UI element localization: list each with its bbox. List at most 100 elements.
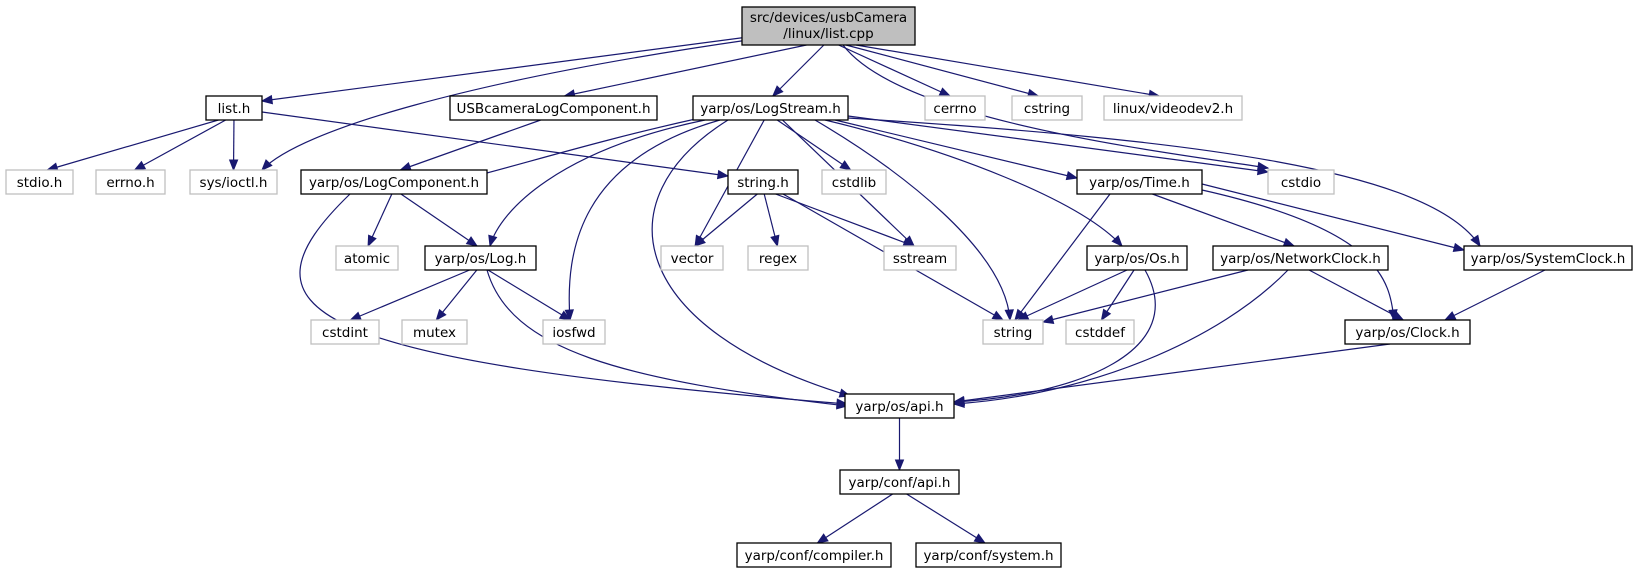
edge-line: [814, 119, 1011, 321]
node-iosfwd[interactable]: iosfwd: [542, 319, 606, 345]
node-sysclock[interactable]: yarp/os/SystemClock.h: [1463, 245, 1633, 271]
node-label: iosfwd: [552, 325, 595, 341]
edge-line: [906, 493, 986, 544]
node-logstream[interactable]: yarp/os/LogStream.h: [692, 95, 849, 121]
node-cerrno[interactable]: cerrno: [924, 95, 986, 121]
edge-logcomponent-to-log_h: [400, 193, 479, 247]
arrowhead: [1111, 235, 1123, 247]
node-label: USBcameraLogComponent.h: [456, 101, 650, 117]
edge-list_h-to-sys_ioctl: [228, 119, 239, 172]
node-cstddef[interactable]: cstddef: [1065, 319, 1135, 345]
edge-line: [1201, 183, 1465, 251]
node-log-h[interactable]: yarp/os/Log.h: [424, 245, 537, 271]
node-label: yarp/os/LogComponent.h: [309, 175, 479, 191]
arrowhead: [261, 159, 273, 171]
edge-line: [855, 44, 1160, 97]
edge-time_h-to-sysclock: [1201, 183, 1466, 253]
node-root[interactable]: src/devices/usbCamera /linux/list.cpp: [741, 6, 916, 46]
node-label: atomic: [344, 251, 390, 267]
edge-line: [953, 269, 1289, 405]
node-cstdint[interactable]: cstdint: [310, 319, 380, 345]
arrowhead: [1256, 165, 1270, 176]
edge-netclock-to-clock_h: [1308, 269, 1405, 321]
node-clock-h[interactable]: yarp/os/Clock.h: [1344, 319, 1471, 345]
node-label: cerrno: [933, 101, 976, 117]
edge-line: [486, 269, 848, 407]
node-label: yarp/conf/api.h: [849, 475, 951, 491]
edge-time_h-to-string: [1014, 193, 1111, 322]
node-os-api[interactable]: yarp/os/api.h: [844, 393, 955, 419]
arrowhead: [1065, 170, 1079, 181]
nodes-layer: src/devices/usbCamera /linux/list.cpp li…: [5, 6, 1633, 568]
node-vector[interactable]: vector: [660, 245, 724, 271]
edge-list_h-to-string_h: [261, 111, 730, 180]
node-cstring[interactable]: cstring: [1011, 95, 1083, 121]
node-cstdio[interactable]: cstdio: [1267, 169, 1335, 195]
node-errno-h[interactable]: errno.h: [95, 169, 166, 195]
edge-logstream-to-string: [814, 119, 1014, 322]
edge-line: [350, 269, 470, 321]
node-string[interactable]: string: [982, 319, 1044, 345]
edge-line: [564, 44, 807, 97]
node-label: mutex: [413, 325, 456, 341]
node-time-h[interactable]: yarp/os/Time.h: [1076, 169, 1203, 195]
arrowhead: [952, 395, 966, 406]
arrowhead: [228, 159, 239, 172]
edge-logstream-to-logcomponent: [458, 117, 701, 183]
edge-line: [651, 119, 851, 397]
edge-netclock-to-string: [1041, 269, 1249, 325]
node-netclock[interactable]: yarp/os/NetworkClock.h: [1212, 245, 1389, 271]
arrowhead: [1282, 237, 1296, 247]
edge-root-to-cerrno: [838, 44, 952, 97]
node-compiler-h[interactable]: yarp/conf/compiler.h: [736, 542, 892, 568]
node-os-h[interactable]: yarp/os/Os.h: [1086, 245, 1188, 271]
edge-log_h-to-mutex: [435, 269, 478, 322]
node-label: cstddef: [1075, 325, 1126, 341]
node-atomic[interactable]: atomic: [335, 245, 399, 271]
edges-layer: [45, 36, 1546, 544]
arrowhead: [465, 236, 479, 247]
node-sys-ioctl[interactable]: sys/ioctl.h: [189, 169, 278, 195]
node-label: sstream: [893, 251, 947, 267]
arrowhead: [770, 234, 780, 248]
node-label: linux/videodev2.h: [1113, 101, 1233, 117]
edge-line: [489, 119, 706, 247]
node-mutex[interactable]: mutex: [401, 319, 468, 345]
edge-clock_h-to-os_api: [952, 343, 1391, 406]
edge-log_h-to-cstdint: [349, 269, 470, 321]
edge-line: [776, 119, 851, 171]
node-string-h[interactable]: string.h: [727, 169, 799, 195]
node-list-h[interactable]: list.h: [205, 95, 263, 121]
edge-line: [953, 343, 1391, 403]
node-usbcam-logcomp[interactable]: USBcameraLogComponent.h: [449, 95, 658, 121]
node-label: vector: [671, 251, 714, 267]
node-regex[interactable]: regex: [747, 245, 809, 271]
edge-line: [435, 269, 478, 321]
node-label: yarp/os/SystemClock.h: [1471, 251, 1626, 267]
arrowhead: [564, 309, 574, 322]
node-label: yarp/os/NetworkClock.h: [1220, 251, 1381, 267]
edge-line: [261, 111, 729, 177]
arrowhead: [435, 308, 447, 322]
node-stdio-h[interactable]: stdio.h: [5, 169, 74, 195]
node-label: stdio.h: [17, 175, 63, 191]
edge-line: [1014, 193, 1111, 321]
edge-line: [400, 119, 541, 171]
node-conf-api[interactable]: yarp/conf/api.h: [839, 469, 960, 495]
arrowhead: [836, 400, 849, 410]
edge-conf_api-to-system_h: [906, 493, 987, 544]
arrowhead: [973, 533, 987, 544]
node-videodev2[interactable]: linux/videodev2.h: [1103, 95, 1243, 121]
arrowhead: [399, 162, 412, 171]
arrowhead: [488, 234, 498, 248]
node-label: list.h: [218, 101, 251, 117]
edge-root-to-usbcam_logcomp: [563, 44, 807, 99]
node-cstdlib[interactable]: cstdlib: [821, 169, 887, 195]
node-logcomponent[interactable]: yarp/os/LogComponent.h: [300, 169, 488, 195]
node-system-h[interactable]: yarp/conf/system.h: [915, 542, 1062, 568]
node-label: cstring: [1024, 101, 1070, 117]
edge-root-to-list_h: [260, 36, 749, 105]
node-sstream[interactable]: sstream: [883, 245, 957, 271]
node-label: yarp/os/Os.h: [1094, 251, 1179, 267]
